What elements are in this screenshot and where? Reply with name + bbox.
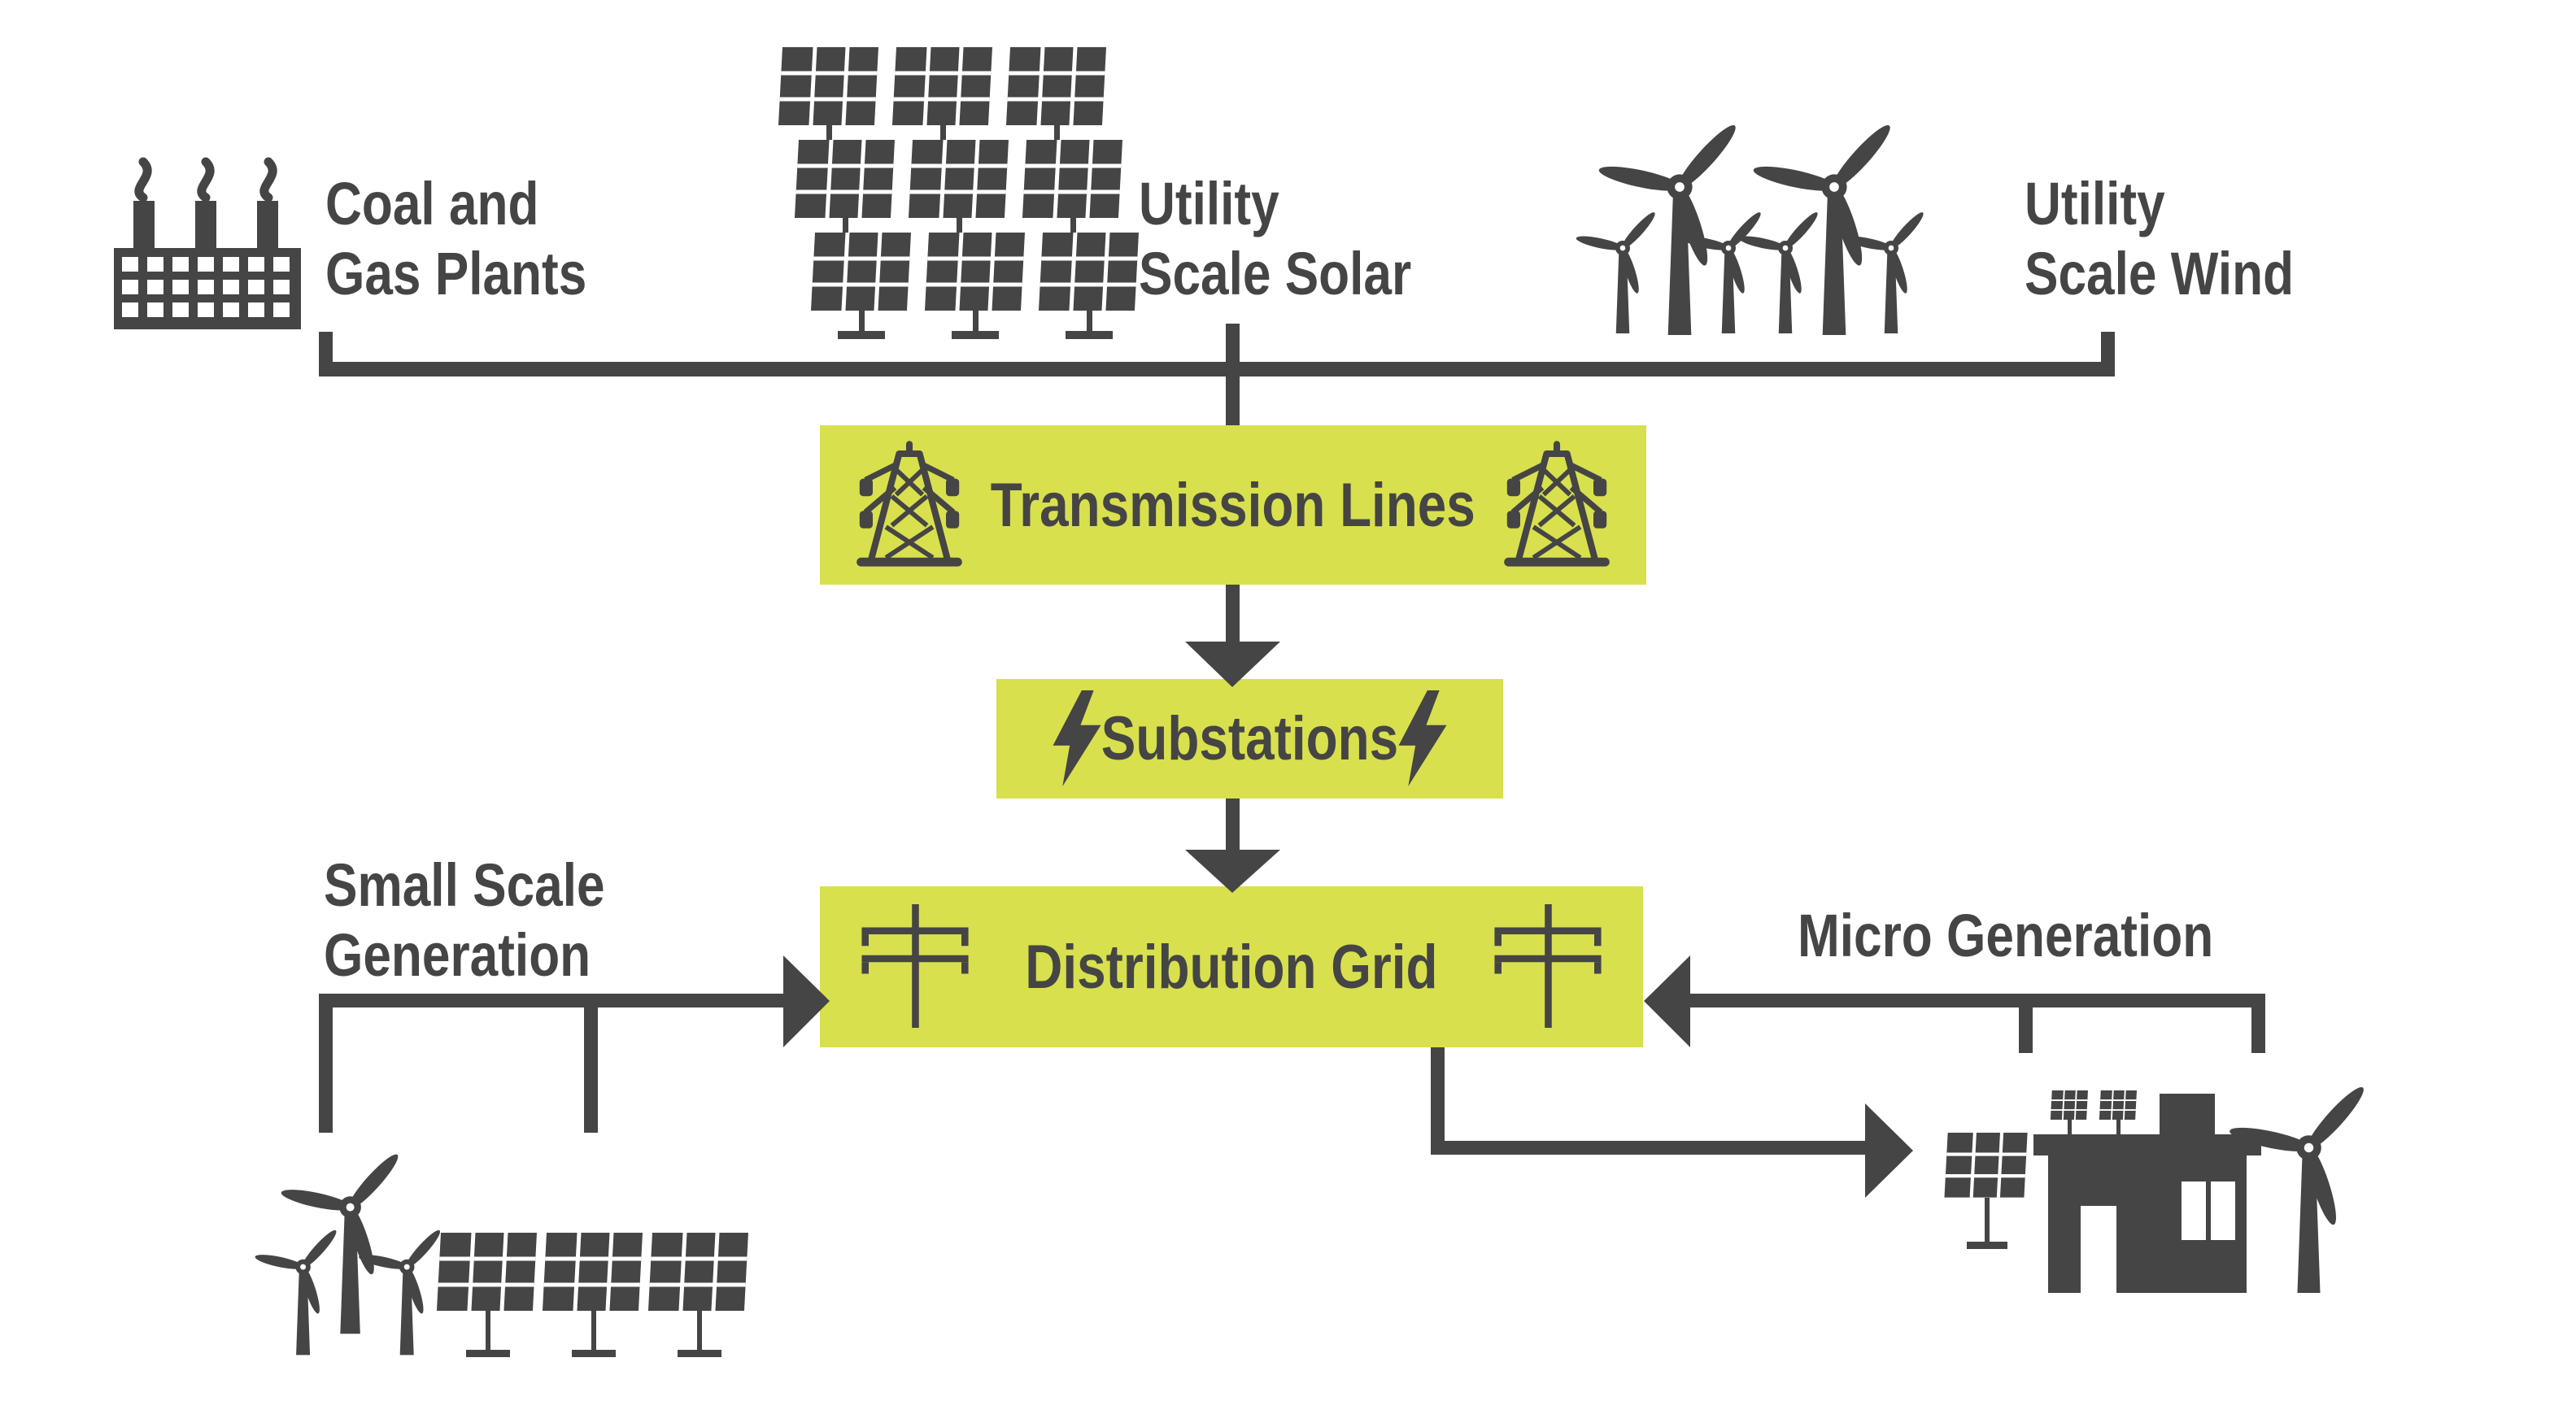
arrow-micro-to-distribution-shaft [1689, 994, 2265, 1007]
utility-wind-label-line2: Scale Wind [2025, 240, 2295, 307]
coal-gas-label: Coal and Gas Plants [325, 169, 637, 309]
small-scale-label-line2: Generation [324, 921, 591, 989]
micro-stub-end [2251, 1007, 2265, 1053]
small-scale-label-line1: Small Scale [324, 851, 605, 919]
small-wind-turbines-icon [246, 1129, 445, 1356]
smallscale-stub-wind [319, 994, 333, 1133]
utility-wind-label: Utility Scale Wind [2025, 169, 2345, 309]
utility-pole-icon [861, 904, 969, 1028]
small-solar-array-icon [439, 1224, 748, 1357]
arrow-smallscale-to-distribution-shaft [319, 994, 785, 1007]
bus-stub-wind [2101, 332, 2115, 362]
distribution-grid-box: Distribution Grid [820, 886, 1643, 1047]
arrow-transmission-to-substations-head [1185, 642, 1280, 687]
lightning-bolt-icon [1398, 690, 1447, 786]
utility-wind-label-line1: Utility [2025, 170, 2165, 237]
transmission-lines-label: Transmission Lines [990, 470, 1476, 540]
small-scale-label: Small Scale Generation [324, 851, 658, 990]
utility-pole-icon [1494, 904, 1602, 1028]
factory-icon [114, 157, 301, 329]
arrow-transmission-to-substations-shaft [1226, 585, 1240, 643]
home-wind-turbine-icon [2214, 1058, 2371, 1293]
arrow-distribution-to-micro-shaft [1431, 1141, 1865, 1155]
distribution-grid-label: Distribution Grid [1025, 932, 1438, 1002]
solar-farm-icon [773, 47, 1131, 339]
lightning-bolt-icon [1053, 690, 1101, 786]
arrow-micro-to-distribution-head [1644, 955, 1690, 1047]
transmission-tower-icon [856, 441, 962, 567]
utility-solar-label-line1: Utility [1139, 170, 1279, 237]
utility-solar-label: Utility Scale Solar [1139, 169, 1463, 309]
substations-label: Substations [1101, 704, 1399, 773]
coal-gas-label-line2: Gas Plants [325, 240, 587, 307]
solar-home-icon [2033, 1090, 2261, 1293]
micro-stub-mid [2019, 1007, 2033, 1053]
transmission-lines-box: Transmission Lines [820, 425, 1646, 585]
utility-solar-label-line2: Scale Solar [1139, 240, 1412, 307]
smallscale-stub-solar [584, 1007, 598, 1133]
bus-drop-to-transmission [1226, 324, 1240, 425]
micro-generation-label: Micro Generation [1798, 902, 2214, 969]
wind-farm-icon [1567, 95, 1928, 335]
substations-box: Substations [996, 679, 1503, 799]
arrow-smallscale-to-distribution-head [783, 955, 830, 1047]
transmission-tower-icon [1504, 441, 1610, 567]
coal-gas-label-line1: Coal and [325, 170, 539, 237]
arrow-distribution-to-micro-head [1865, 1103, 1913, 1198]
arrow-substations-to-distribution-head [1185, 850, 1280, 893]
generation-bus-line [319, 362, 2115, 376]
ground-solar-panel-icon [1946, 1133, 2028, 1249]
bus-stub-coal [319, 332, 333, 362]
arrow-substations-to-distribution-shaft [1226, 799, 1240, 851]
arrow-distribution-to-micro-vertical [1431, 1047, 1445, 1155]
